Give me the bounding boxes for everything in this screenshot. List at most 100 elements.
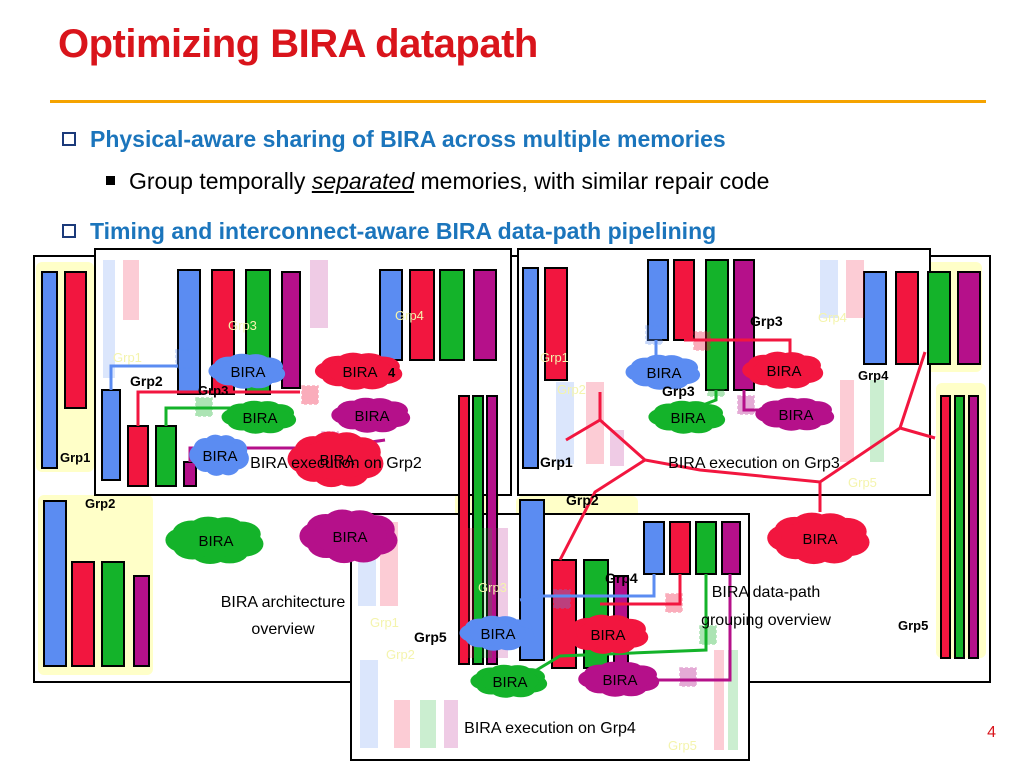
memory-bank <box>458 395 470 665</box>
pipeline-flipflop <box>679 667 697 687</box>
memory-bank <box>522 267 539 469</box>
bira-label: BIRA <box>766 363 801 380</box>
bira-label: BIRA <box>242 410 277 427</box>
pipeline-flipflop <box>195 397 213 417</box>
grouping-caption-line1: BIRA data-path <box>712 584 821 601</box>
memory-bank <box>281 271 301 389</box>
faded-group-label-grp4: Grp4 <box>818 310 847 325</box>
bira-label: BIRA <box>230 364 265 381</box>
bira-cloud-red <box>287 431 384 488</box>
bullet-physical-aware: Physical-aware sharing of BIRA across mu… <box>62 126 726 153</box>
bira-label: BIRA <box>602 672 637 689</box>
bira-wire-red <box>136 390 300 426</box>
memory-bank <box>927 271 951 365</box>
group-label-grp4-partial: 4 <box>388 365 396 380</box>
memory-bank <box>695 521 717 575</box>
memory-bank <box>472 395 484 665</box>
pipeline-flipflop <box>645 325 663 345</box>
architecture-caption-line2: overview <box>251 621 315 638</box>
memory-bank <box>473 269 497 361</box>
bira-label: BIRA <box>342 364 377 381</box>
sub-bullet-post: memories, with similar repair code <box>414 168 770 194</box>
bira-cloud-red <box>314 352 403 390</box>
bira-cloud-green <box>165 516 264 564</box>
faded-memory <box>394 700 410 748</box>
pipeline-flipflop <box>665 593 683 613</box>
faded-memory <box>714 650 724 750</box>
faded-group-label-grp2: Grp2 <box>386 647 415 662</box>
faded-group-label-grp5: Grp5 <box>668 738 697 753</box>
faded-memory <box>556 382 574 464</box>
bira-cloud-red <box>767 512 870 565</box>
memory-bank <box>551 559 577 669</box>
bira-wire-green <box>164 406 232 426</box>
bira-label: BIRA <box>646 365 681 382</box>
pipeline-flipflop <box>737 395 755 415</box>
faded-group-label-grp1: Grp1 <box>540 350 569 365</box>
bira-cloud-red <box>742 351 824 389</box>
memory-bank <box>544 267 568 381</box>
memory-bank <box>155 425 177 487</box>
bira-label: BIRA <box>480 626 515 643</box>
square-bullet-icon <box>106 176 115 185</box>
bira-label: BIRA <box>670 410 705 427</box>
memory-bank <box>71 561 95 667</box>
pipeline-flipflop <box>175 349 193 369</box>
group-label-grp5: Grp5 <box>898 618 928 633</box>
memory-bank <box>64 271 87 409</box>
sub-bullet-group-memories: Group temporally separated memories, wit… <box>106 168 769 195</box>
bira-label: BIRA <box>319 452 354 469</box>
bira-cloud-green <box>470 664 548 698</box>
faded-memory <box>840 380 854 462</box>
faded-memory <box>820 260 838 318</box>
bira-wire-blue <box>519 574 656 602</box>
bira-cloud-blue <box>459 615 535 651</box>
faded-memory <box>846 260 864 318</box>
memory-bank <box>673 259 695 341</box>
faded-memory <box>310 260 328 328</box>
group-label-grp4: Grp4 <box>858 368 889 383</box>
checkbox-bullet-icon <box>62 132 76 146</box>
grp3-execution-caption: BIRA execution on Grp3 <box>668 455 840 472</box>
group-label-grp1: Grp1 <box>60 450 90 465</box>
faded-memory <box>103 260 115 378</box>
bira-label: BIRA <box>492 674 527 691</box>
pipeline-flipflop <box>301 385 319 405</box>
bira-label: BIRA <box>332 529 367 546</box>
memory-bank <box>486 395 498 665</box>
memory-bank <box>705 259 729 391</box>
grouping-tree-wire <box>558 351 936 561</box>
memory-bank <box>439 269 465 361</box>
bira-wire-blue <box>109 364 178 390</box>
memory-bank <box>127 425 149 487</box>
faded-memory <box>123 260 139 320</box>
bira-wire-purple <box>640 574 732 682</box>
memory-bank <box>643 521 665 575</box>
checkbox-bullet-icon <box>62 224 76 238</box>
group-label-grp3: Grp3 <box>750 313 783 329</box>
faded-group-label-grp2: Grp2 <box>557 382 586 397</box>
memory-bank <box>669 521 691 575</box>
slide-title: Optimizing BIRA datapath <box>58 22 538 66</box>
group-label-grp2: Grp2 <box>85 496 115 511</box>
bira-label: BIRA <box>802 531 837 548</box>
memory-bank <box>183 461 197 487</box>
memory-bank <box>133 575 150 667</box>
bira-wire-red <box>600 574 682 606</box>
memory-bank <box>409 269 435 361</box>
memory-bank <box>895 271 919 365</box>
memory-bank <box>863 271 887 365</box>
faded-memory <box>444 700 458 748</box>
group-label-grp3: Grp3 <box>198 383 228 398</box>
memory-bank <box>177 269 201 395</box>
pipeline-flipflop <box>699 625 717 645</box>
pipeline-flipflop <box>707 377 725 397</box>
bira-cloud-purple <box>331 397 411 433</box>
faded-memory <box>870 380 884 462</box>
bira-cloud-red <box>565 614 649 654</box>
bira-label: BIRA <box>778 407 813 424</box>
memory-bank <box>954 395 965 659</box>
memory-bank <box>957 271 981 365</box>
grp4-execution-caption: BIRA execution on Grp4 <box>464 720 636 737</box>
pipeline-flipflop <box>693 331 711 351</box>
